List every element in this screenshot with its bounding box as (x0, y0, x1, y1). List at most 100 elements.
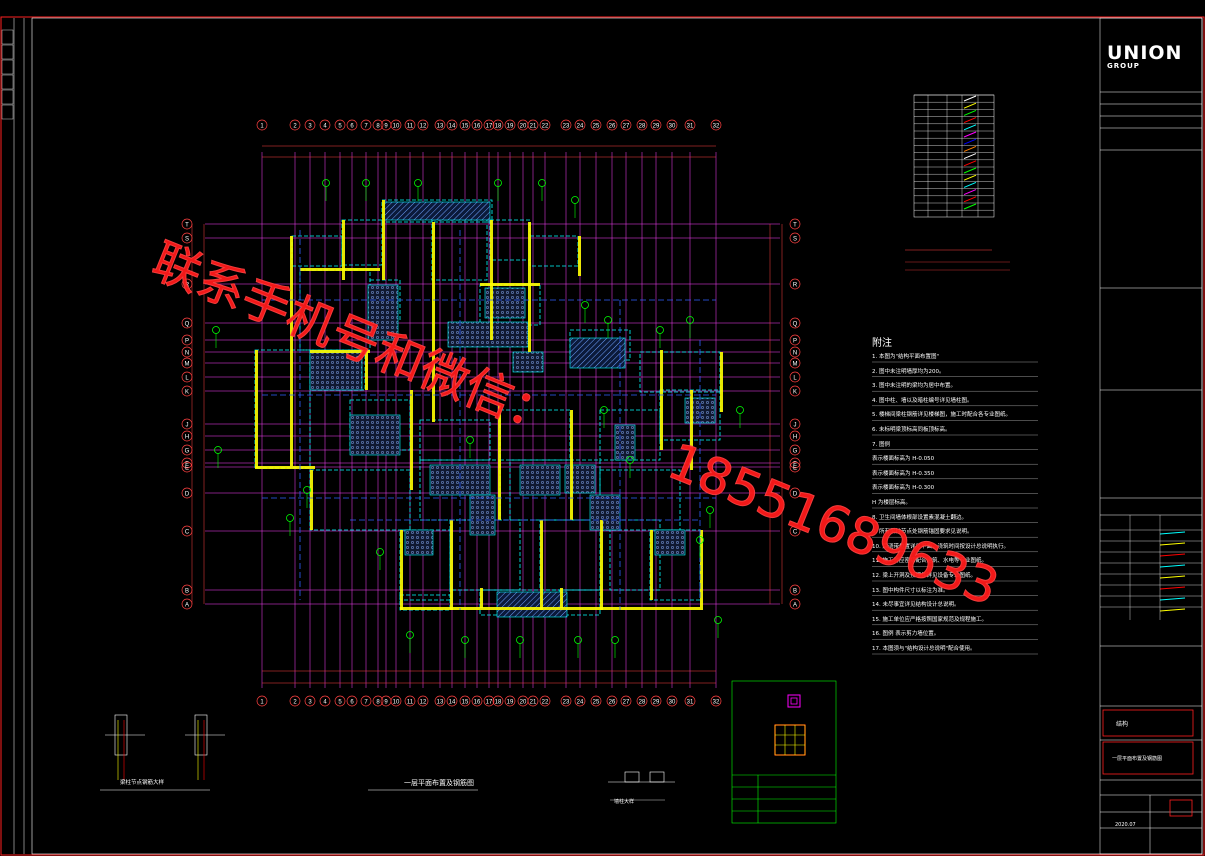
shear-wall (490, 220, 493, 340)
svg-text:26: 26 (609, 700, 616, 706)
note-line: 9. 所有梁柱节点处钢筋锚固要求见说明。 (872, 529, 973, 536)
axis-bubble: 13 (434, 119, 446, 131)
axis-bubble: C (789, 525, 801, 537)
axis-bubble: 18 (492, 695, 504, 707)
axis-bubble: E (789, 461, 801, 473)
shear-wall (450, 520, 453, 610)
slab-panel (291, 235, 343, 267)
axis-bubble: D (789, 487, 801, 499)
axis-bubble: 27 (620, 119, 632, 131)
svg-text:N: N (185, 351, 189, 357)
axis-bubble: 20 (517, 119, 529, 131)
column-section-box (731, 680, 837, 824)
shear-wall (528, 222, 531, 352)
axis-bubble: P (789, 334, 801, 346)
slab-panel (529, 235, 579, 267)
axis-bubble: 25 (590, 695, 602, 707)
note-line: 16. 图例 表示剪力墙位置。 (872, 631, 940, 638)
axis-bubble: G (789, 444, 801, 456)
axis-bubble: 7 (360, 119, 372, 131)
shear-wall (498, 405, 501, 520)
axis-bubble: 24 (574, 695, 586, 707)
axis-bubble: R (181, 278, 193, 290)
outer-frame (0, 16, 1205, 856)
axis-bubble: 24 (574, 119, 586, 131)
axis-bubble: 28 (636, 695, 648, 707)
hatched-slab (564, 464, 596, 494)
svg-text:25: 25 (593, 124, 600, 130)
axis-bubble: J (181, 418, 193, 430)
axis-bubble: 25 (590, 119, 602, 131)
sheet-number-box (1169, 799, 1193, 817)
shear-wall (570, 410, 573, 520)
shear-wall (578, 236, 581, 276)
axis-bubble: 2 (289, 695, 301, 707)
axis-bubble: 8 (372, 695, 384, 707)
svg-text:B: B (185, 589, 189, 595)
svg-text:21: 21 (530, 700, 537, 706)
svg-text:E: E (793, 466, 797, 472)
hatched-slab (349, 414, 401, 456)
svg-text:R: R (793, 283, 798, 289)
axis-bubble: 12 (417, 119, 429, 131)
note-line: 7. 图例 (872, 441, 890, 448)
axis-bubble: Q (181, 317, 193, 329)
axis-bubble: T (789, 218, 801, 230)
rebar-legend-table (905, 94, 1010, 271)
axis-bubble: T (181, 218, 193, 230)
axis-bubble: 9 (380, 695, 392, 707)
svg-text:27: 27 (623, 124, 630, 130)
shear-wall (660, 350, 663, 450)
union-group-logo: UNION GROUP (1107, 44, 1187, 71)
svg-text:12: 12 (420, 124, 427, 130)
axis-bubble: 12 (417, 695, 429, 707)
axis-bubble: 26 (606, 119, 618, 131)
axis-bubble: N (789, 346, 801, 358)
callout-tag (538, 179, 546, 201)
svg-text:Q: Q (793, 322, 798, 328)
axis-bubble: 3 (304, 695, 316, 707)
svg-text:H: H (793, 435, 797, 441)
svg-text:24: 24 (577, 700, 584, 706)
callout-tag (406, 631, 414, 653)
shear-wall (400, 607, 700, 610)
hatched-slab (589, 494, 621, 531)
axis-bubble: S (181, 232, 193, 244)
callout-tag (516, 636, 524, 658)
axis-bubble: 1 (256, 695, 268, 707)
slab-panel (499, 409, 571, 461)
shear-wall (310, 470, 313, 530)
svg-text:J: J (186, 423, 189, 429)
axis-bubble: H (181, 430, 193, 442)
callout-tag (706, 506, 714, 528)
axis-bubble: C (181, 525, 193, 537)
svg-text:M: M (793, 362, 798, 368)
shear-wall (300, 268, 380, 271)
svg-text:10: 10 (393, 124, 400, 130)
svg-text:P: P (185, 339, 189, 345)
axis-bubble: Q (789, 317, 801, 329)
axis-bubble: P (181, 334, 193, 346)
svg-text:17: 17 (486, 700, 493, 706)
slab-panel (539, 519, 601, 591)
axis-bubble: 6 (346, 119, 358, 131)
axis-bubble: 4 (319, 119, 331, 131)
detail-left-title: 梁柱节点钢筋大样 (120, 780, 165, 786)
hatched-slab (367, 284, 399, 341)
svg-text:29: 29 (653, 124, 660, 130)
callout-tag (466, 436, 474, 458)
svg-text:12: 12 (420, 700, 427, 706)
column-section-drawing (774, 694, 806, 756)
axis-bubble: K (181, 385, 193, 397)
axis-bubble: B (789, 584, 801, 596)
svg-text:2: 2 (293, 124, 297, 130)
axis-bubble: 16 (471, 119, 483, 131)
axis-bubble: 26 (606, 695, 618, 707)
axis-bubble: 2 (289, 119, 301, 131)
axis-bubble: 4 (319, 695, 331, 707)
svg-text:T: T (793, 223, 797, 229)
svg-text:29: 29 (653, 700, 660, 706)
hatched-slab (684, 397, 716, 424)
note-line: 3. 图中未注明的梁均为居中布置。 (872, 383, 956, 390)
